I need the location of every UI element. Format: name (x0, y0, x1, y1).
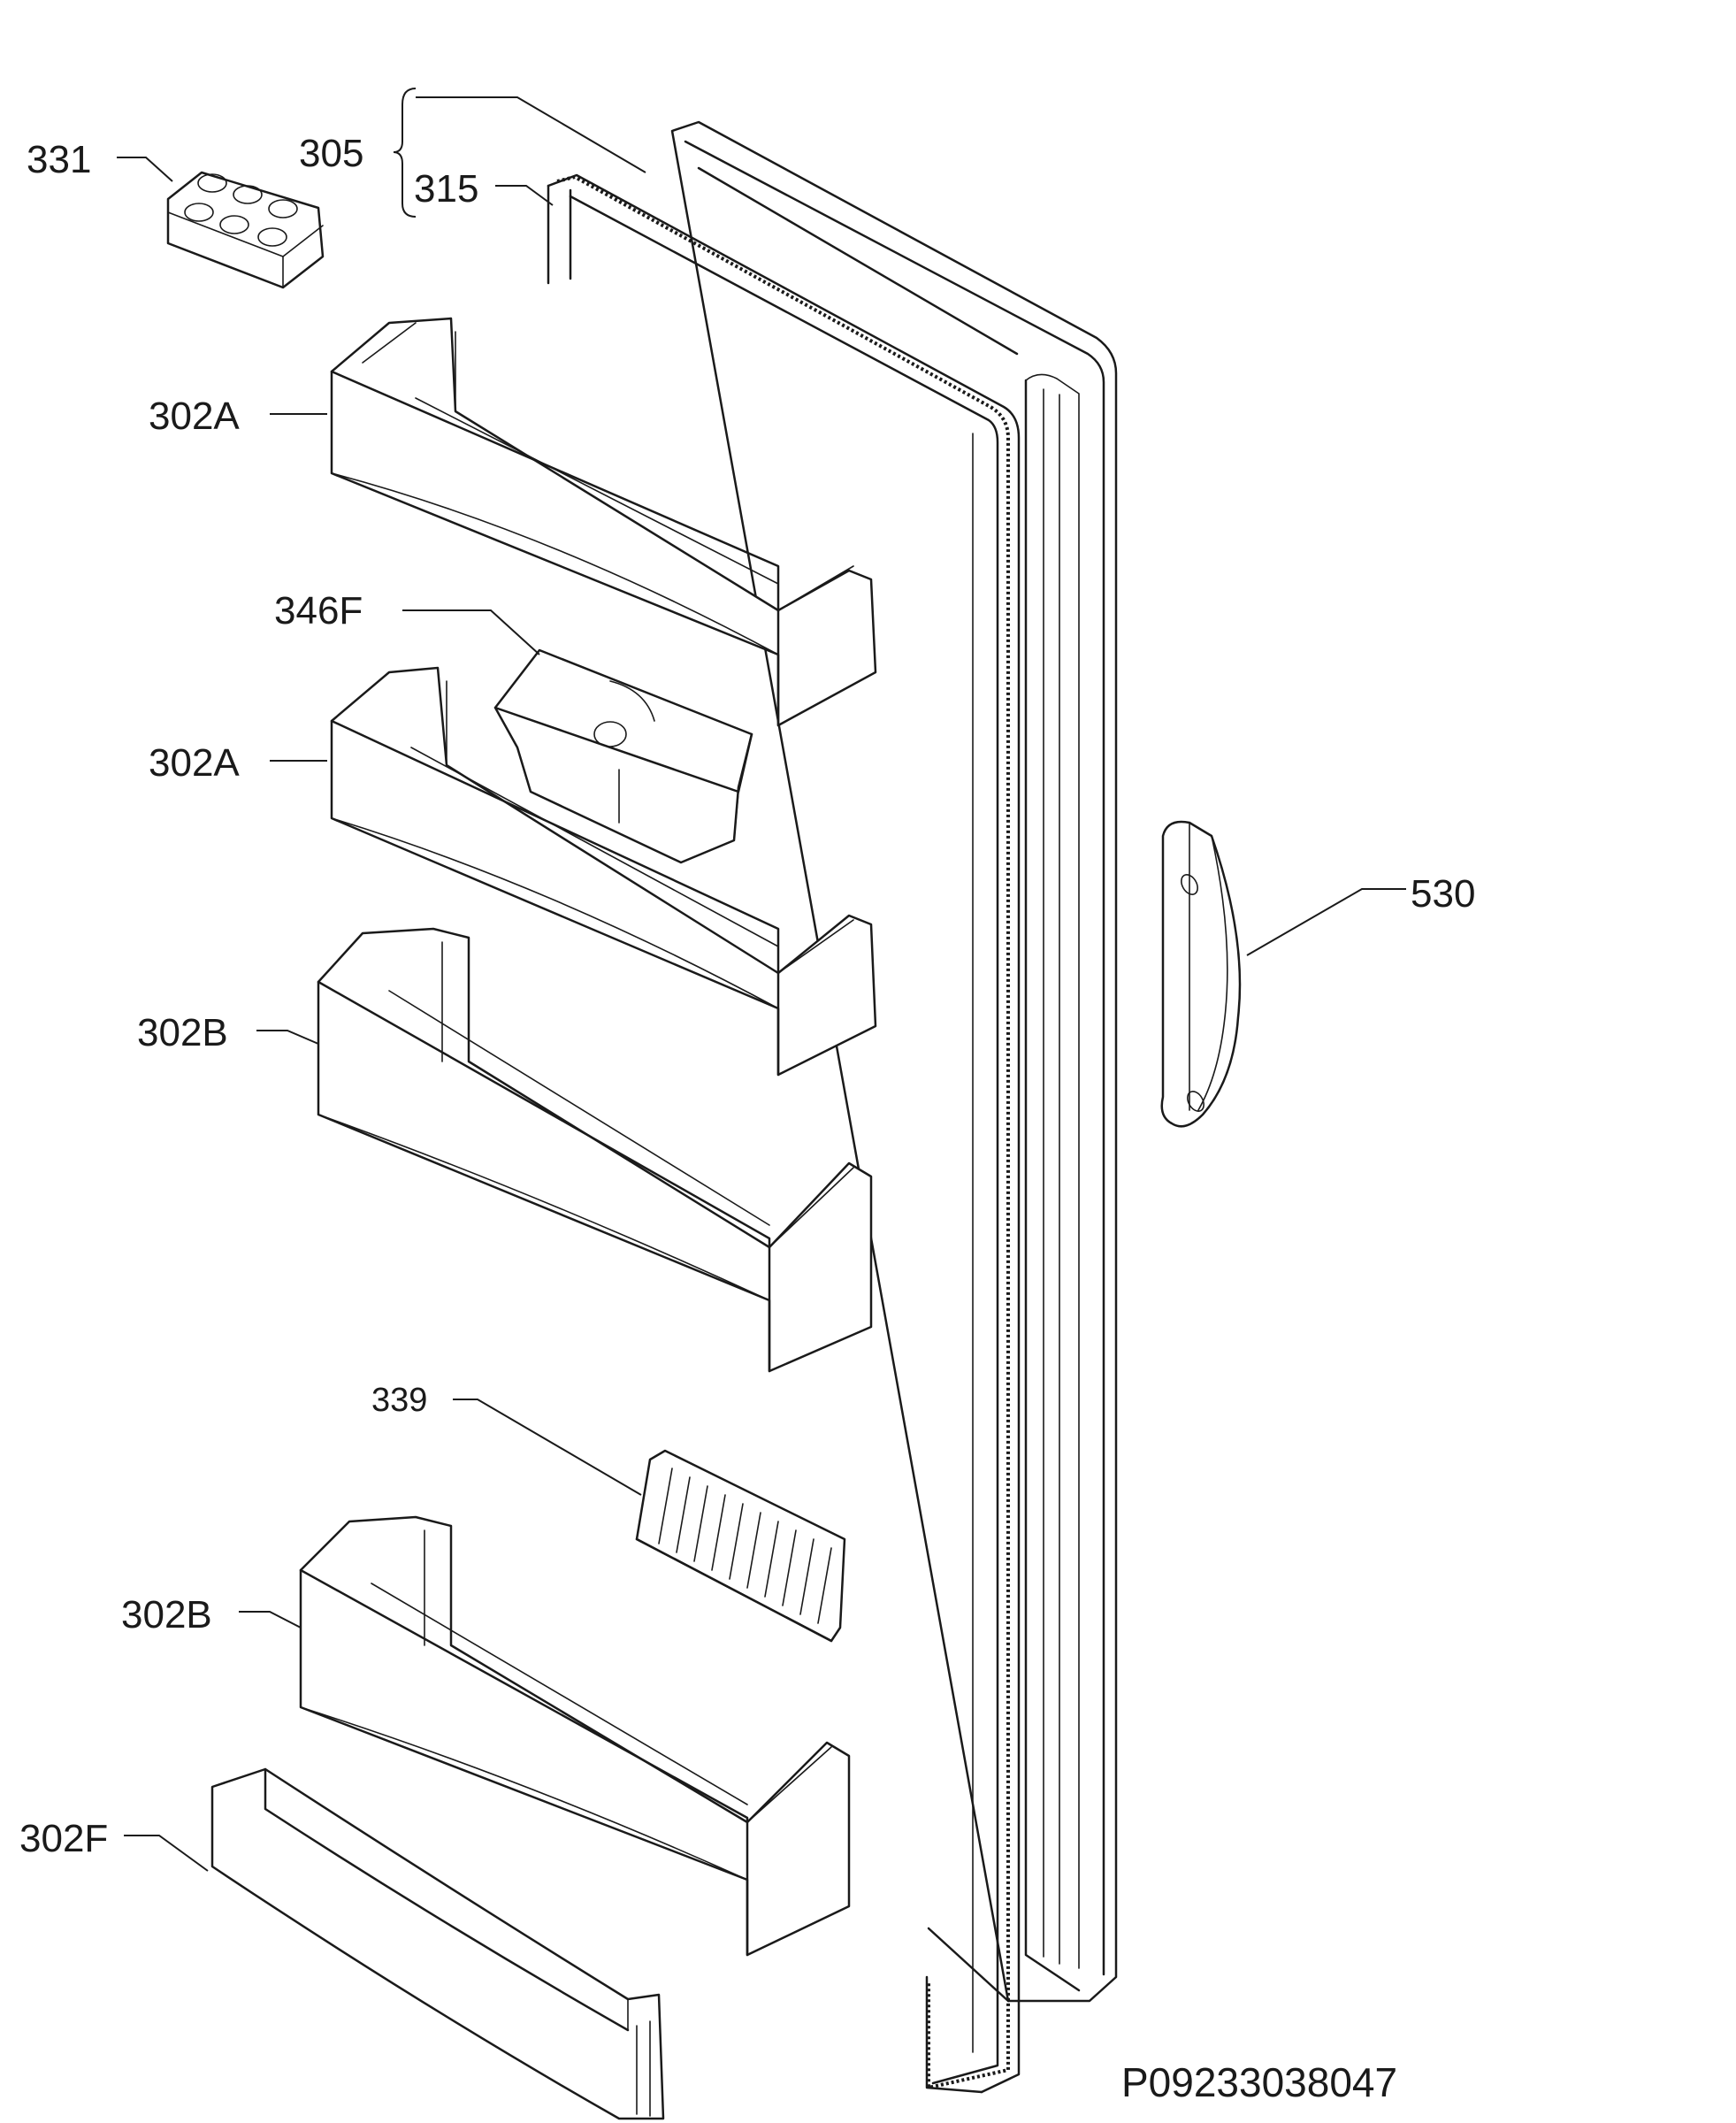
label-302b-upper: 302B (137, 1011, 228, 1054)
diagram-code: P09233038047 (1121, 2059, 1397, 2105)
label-331: 331 (27, 138, 91, 181)
door-shelf-302b-lower (299, 1515, 851, 1957)
door-shelf-302f-cover (210, 1767, 665, 2120)
label-302a-lower: 302A (149, 741, 240, 785)
door-handle (1160, 820, 1242, 1128)
butter-box (493, 648, 753, 864)
label-302b-lower: 302B (121, 1593, 212, 1636)
bottle-holder (635, 1449, 846, 1643)
door-shelf-302a-upper (330, 317, 877, 727)
label-302f: 302F (19, 1817, 108, 1860)
label-315: 315 (414, 167, 478, 211)
label-530: 530 (1411, 872, 1475, 916)
label-346f: 346F (274, 589, 363, 632)
door-gasket (547, 173, 1021, 2094)
label-305: 305 (299, 132, 363, 175)
leader-lines (117, 96, 1406, 1872)
door-frame (670, 120, 1118, 2003)
bracket-305-315 (393, 88, 417, 218)
label-302a-upper: 302A (149, 395, 240, 438)
label-339: 339 (371, 1382, 427, 1419)
door-shelf-302b-upper (317, 927, 873, 1373)
door-shelf-302a-lower (330, 666, 877, 1077)
egg-tray (166, 171, 325, 289)
